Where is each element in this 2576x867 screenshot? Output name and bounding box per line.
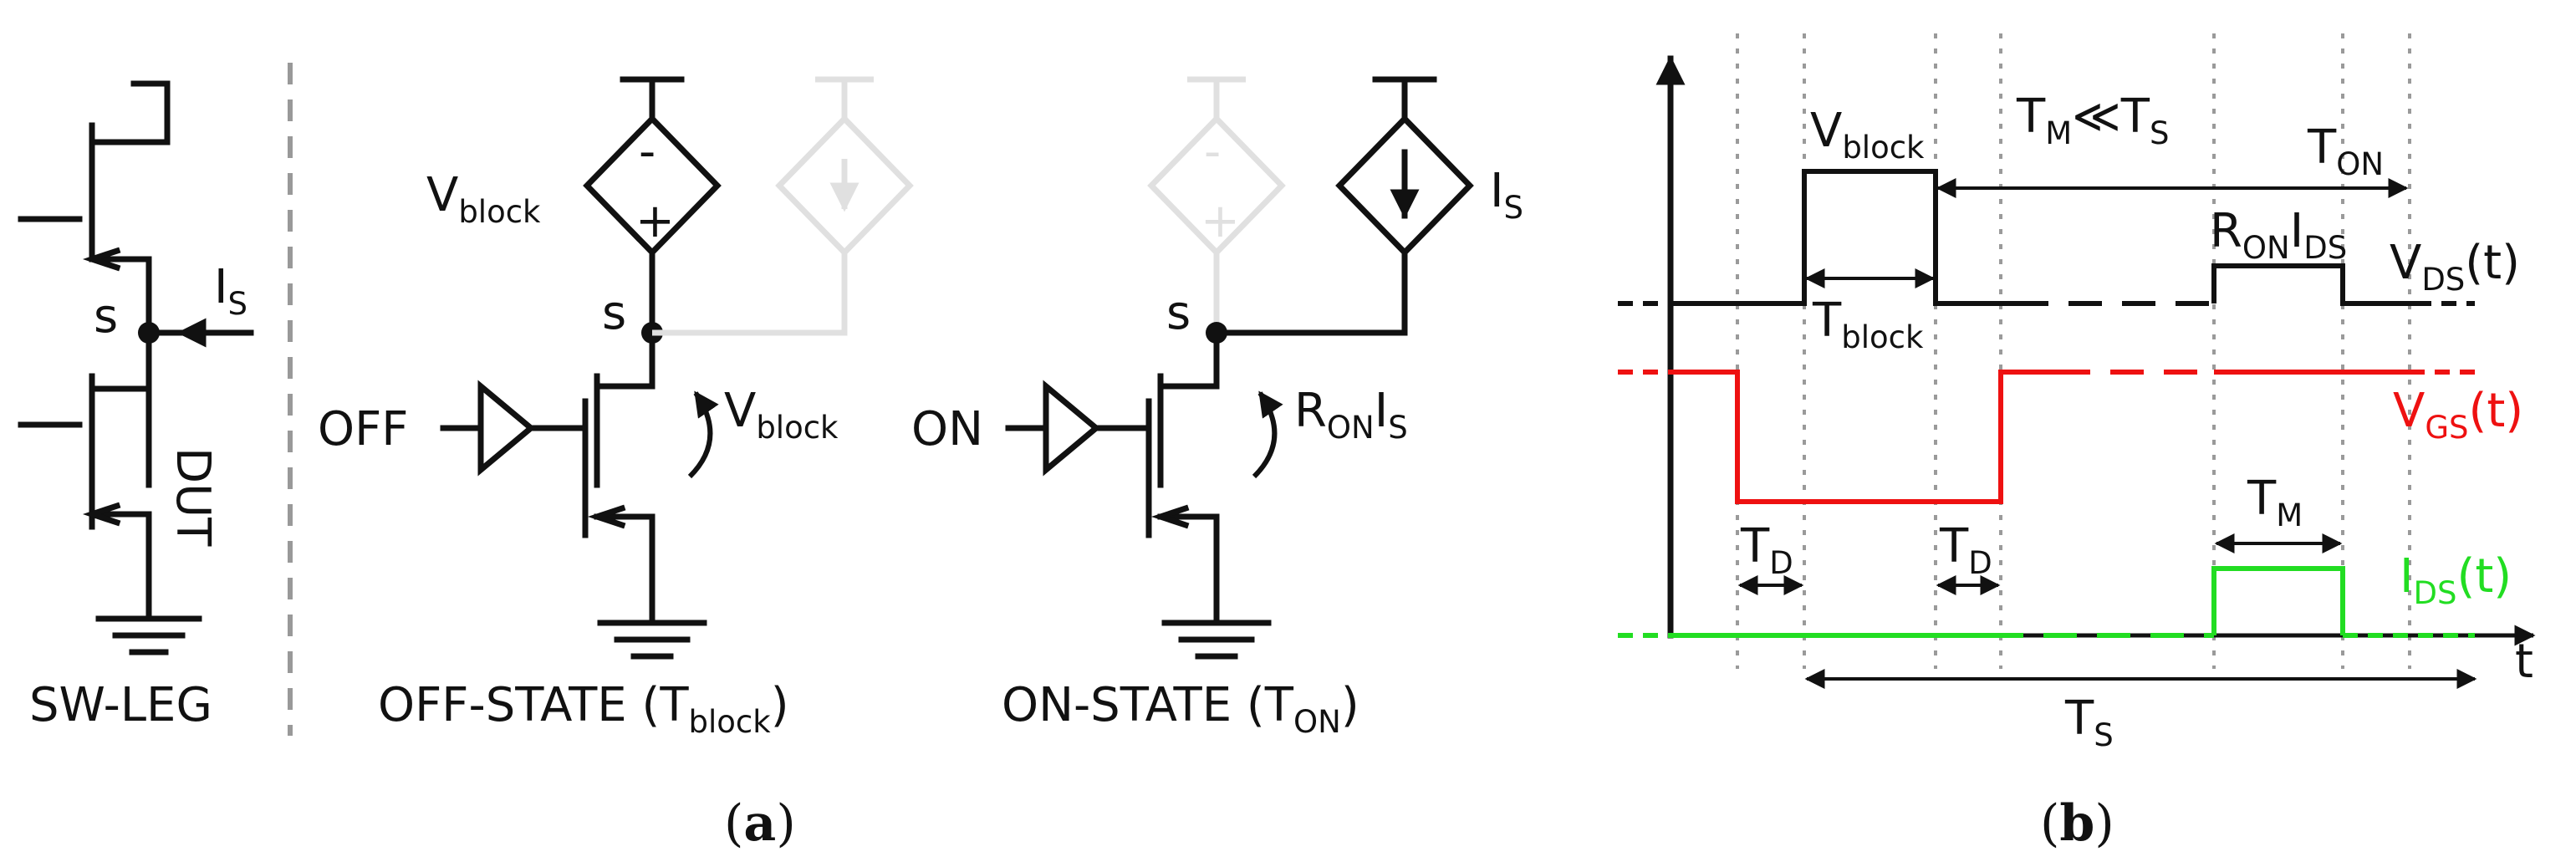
caption-a: (a)	[724, 794, 796, 853]
on-is-label: IS	[1490, 164, 1523, 226]
tm-ts-relation-label: TM≪TS	[2016, 89, 2170, 151]
on-input-label: ON	[911, 402, 983, 456]
td-label-1: TD	[1740, 519, 1793, 581]
off-s-label: s	[602, 286, 626, 340]
on-ghost-plus: +	[1201, 194, 1240, 248]
vblock-pulse-label: Vblock	[1810, 104, 1925, 166]
ids-waveform	[1618, 566, 2475, 638]
panel-b: t	[1618, 33, 2536, 853]
on-ron-is-label: RONIS	[1294, 384, 1408, 446]
td-label-2: TD	[1939, 519, 1992, 581]
off-source-plus: +	[635, 194, 675, 248]
on-state-label: ON-STATE (TON)	[1002, 678, 1359, 740]
sw-leg-label: SW-LEG	[29, 678, 212, 732]
vgs-label: VGS(t)	[2393, 384, 2523, 446]
tblock-label: Tblock	[1812, 293, 1924, 355]
on-ghost-minus: -	[1204, 125, 1221, 179]
panel-a: s IS DUT SW-LEG	[18, 63, 1523, 853]
sw-leg-schematic	[18, 80, 254, 655]
caption-b: (b)	[2040, 794, 2114, 853]
off-vblock-source-label: Vblock	[426, 168, 541, 230]
ids-label: IDS(t)	[2400, 549, 2512, 611]
sw-leg-is-label: IS	[214, 260, 247, 322]
vds-waveform	[1618, 169, 2475, 306]
ron-ids-label: RONIDS	[2210, 204, 2347, 266]
on-state-schematic	[1005, 76, 1474, 660]
t-axis-label: t	[2515, 635, 2533, 689]
tm-label: TM	[2247, 472, 2303, 533]
timing-grid	[1736, 33, 2411, 669]
ts-label: TS	[2064, 691, 2114, 753]
on-s-label: s	[1166, 286, 1191, 340]
off-input-label: OFF	[318, 402, 409, 456]
off-state-label: OFF-STATE (Tblock)	[378, 678, 789, 740]
dut-label: DUT	[166, 447, 220, 547]
ghost-current-source	[652, 76, 914, 336]
off-vblock-arrow-label: Vblock	[724, 384, 839, 446]
interval-arrows	[1737, 178, 2477, 689]
off-state-schematic	[440, 76, 722, 660]
sw-leg-s-label: s	[94, 289, 118, 344]
vds-label: VDS(t)	[2390, 236, 2520, 298]
ton-label: TON	[2307, 120, 2384, 182]
vgs-waveform	[1618, 370, 2475, 504]
off-source-minus: -	[639, 125, 655, 179]
